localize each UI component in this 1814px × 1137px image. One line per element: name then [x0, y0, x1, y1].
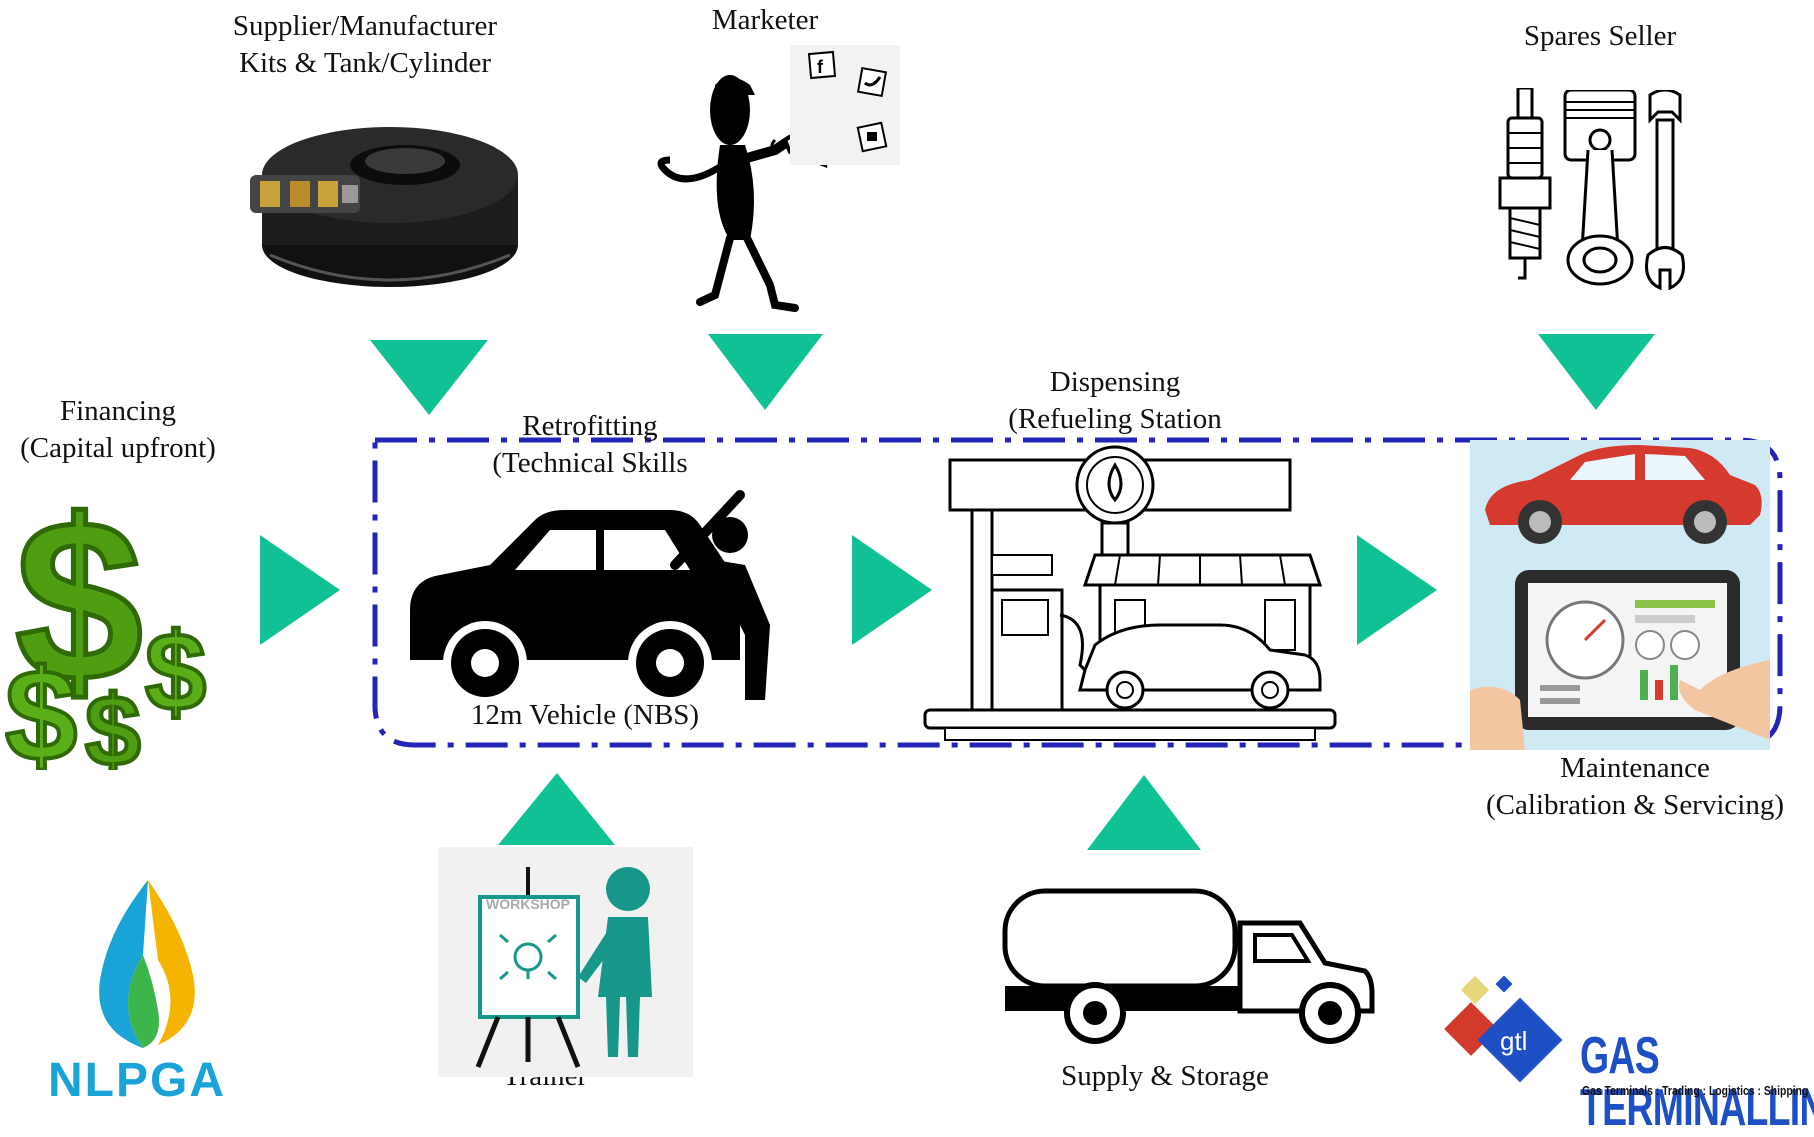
svg-text:$: $ — [15, 480, 143, 729]
gtl-mark-text: gtl — [1500, 1026, 1527, 1056]
arrow-down-supplier — [370, 340, 488, 415]
svg-text:f: f — [817, 57, 824, 77]
marketer-label: Marketer — [711, 4, 819, 36]
spark-plug-icon — [1498, 88, 1552, 280]
wrench-icon — [1645, 90, 1685, 290]
svg-text:$: $ — [5, 642, 77, 770]
piston-icon — [1563, 90, 1637, 286]
workshop-text: WORKSHOP — [486, 896, 570, 912]
gtl-logo-name: GAS TERMINALLINE — [1580, 1027, 1814, 1137]
arrow-right-retrofit — [852, 535, 932, 645]
spares-label: Spares Seller — [1523, 20, 1677, 52]
maintenance-label: Maintenance(Calibration & Servicing) — [1486, 752, 1784, 821]
arrow-down-marketer — [708, 334, 823, 410]
dispensing-label: Dispensing(Refueling Station — [1008, 366, 1222, 435]
arrow-down-spares — [1538, 334, 1655, 410]
arrow-right-financing — [260, 535, 340, 645]
nlpga-logo-text: NLPGA — [48, 1054, 226, 1107]
fuel-tanker-truck-icon — [1002, 888, 1375, 1044]
car-repair-icon — [410, 490, 770, 705]
dollar-signs-icon: $ $ $ $ — [5, 480, 208, 770]
gtl-logo-tagline: Gas Terminals : Trading : Logistics : Sh… — [1582, 1083, 1809, 1098]
fuel-station-icon — [923, 445, 1337, 741]
svg-text:$: $ — [85, 675, 141, 770]
retrofitting-label: Retrofitting(Technical Skills — [492, 410, 688, 479]
vehicle-label: 12m Vehicle (NBS) — [470, 699, 700, 731]
cylinder-tank-icon — [250, 127, 518, 287]
social-media-icon: f — [790, 45, 900, 165]
nlpga-logo-flame-icon — [99, 880, 195, 1048]
gtl-logo-icon: gtl — [1444, 975, 1563, 1083]
arrow-up-trainer — [498, 773, 615, 845]
car-tablet-diagnostics-icon — [1470, 440, 1770, 750]
supply-label: Supply & Storage — [1061, 1060, 1269, 1092]
financing-label: Financing(Capital upfront) — [20, 395, 216, 464]
flow-arrows — [260, 334, 1655, 850]
svg-text:$: $ — [145, 611, 206, 734]
workshop-trainer-icon: WORKSHOP — [438, 847, 693, 1077]
arrow-up-supply — [1087, 775, 1201, 850]
arrow-right-dispensing — [1357, 535, 1437, 645]
